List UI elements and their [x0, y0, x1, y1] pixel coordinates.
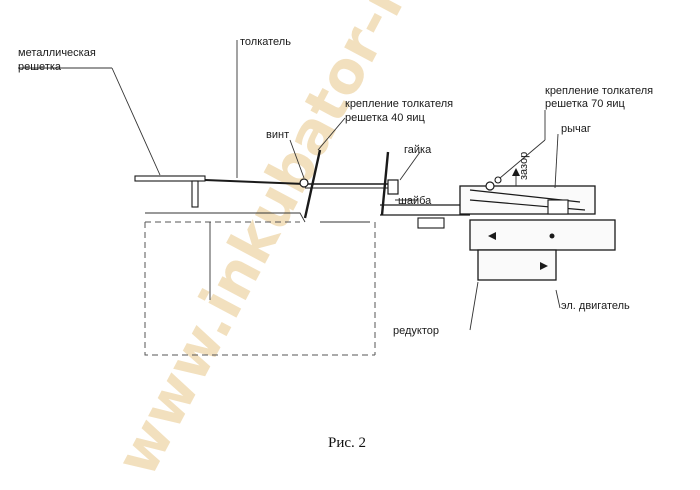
label-nut: гайка [404, 144, 432, 156]
gearbox [469, 219, 616, 251]
watermark: www.inkubator-info.ru [102, 0, 509, 487]
label-motor: эл. двигатель [561, 300, 630, 312]
label-metal-grid-2: решетка [18, 61, 62, 73]
labels: металлическая решетка толкатель винт кре… [18, 36, 653, 337]
label-mount70-1: крепление толкателя [545, 85, 653, 97]
washer [417, 217, 445, 229]
metal-grid [134, 175, 206, 208]
electric-motor [477, 249, 557, 281]
label-mount40-1: крепление толкателя [345, 98, 453, 110]
label-mount40-2: решетка 40 яиц [345, 112, 425, 124]
incubator-body [144, 212, 376, 356]
label-metal-grid-1: металлическая [18, 47, 96, 59]
label-mount70-2: решетка 70 яиц [545, 98, 625, 110]
label-gap: зазор [518, 152, 530, 180]
label-washer: шайба [398, 195, 432, 207]
label-screw: винт [266, 129, 289, 141]
lever-assembly [380, 176, 596, 216]
screw-head [299, 178, 309, 188]
label-gearbox: редуктор [393, 325, 439, 337]
gap-marker [512, 168, 520, 186]
leader-lines [18, 40, 561, 331]
watermark-text: www.inkubator-info.ru [102, 0, 509, 487]
figure-caption: Рис. 2 [328, 435, 366, 451]
label-pusher: толкатель [240, 36, 291, 48]
nut-block [387, 179, 399, 195]
pusher-rod [204, 179, 390, 189]
label-lever: рычаг [561, 123, 591, 135]
